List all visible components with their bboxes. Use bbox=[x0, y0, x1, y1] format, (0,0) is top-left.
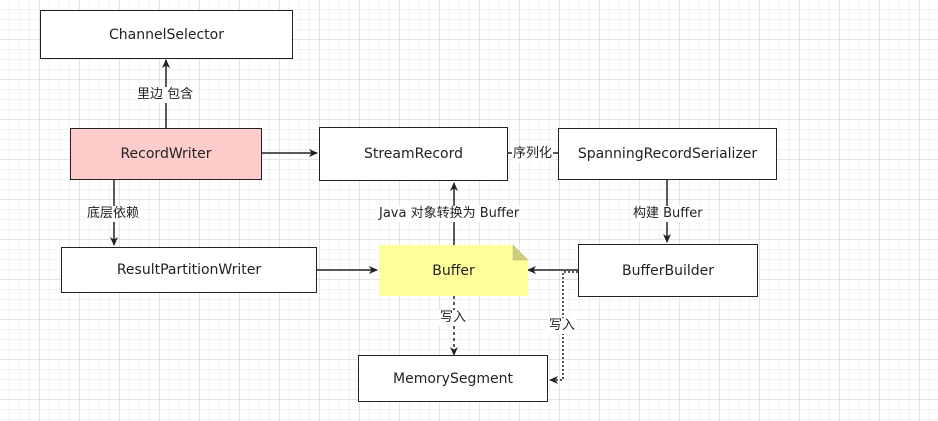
node-spanning-record-serializer[interactable]: SpanningRecordSerializer bbox=[558, 128, 777, 180]
node-buffer[interactable]: Buffer bbox=[379, 245, 528, 296]
node-record-writer[interactable]: RecordWriter bbox=[70, 128, 262, 180]
node-label: MemorySegment bbox=[393, 370, 513, 387]
node-label: SpanningRecordSerializer bbox=[577, 146, 758, 162]
node-buffer-builder[interactable]: BufferBuilder bbox=[578, 244, 758, 297]
node-channel-selector[interactable]: ChannelSelector bbox=[40, 10, 293, 59]
edge-label-write-buffer: 写入 bbox=[439, 310, 468, 326]
node-label: Buffer bbox=[432, 262, 475, 279]
node-label: RecordWriter bbox=[120, 146, 212, 162]
node-label: ResultPartitionWriter bbox=[116, 262, 262, 278]
node-label: StreamRecord bbox=[363, 146, 464, 162]
node-stream-record[interactable]: StreamRecord bbox=[319, 127, 508, 181]
node-result-partition-writer[interactable]: ResultPartitionWriter bbox=[61, 247, 317, 293]
edge-label-build: 构建 Buffer bbox=[632, 206, 704, 222]
node-memory-segment[interactable]: MemorySegment bbox=[358, 355, 548, 402]
edge-label-java-convert: Java 对象转换为 Buffer bbox=[378, 206, 521, 222]
edge-label-contains: 里边 包含 bbox=[136, 87, 195, 103]
edge-label-write-builder: 写入 bbox=[548, 318, 577, 334]
node-label: ChannelSelector bbox=[109, 26, 224, 43]
node-label: BufferBuilder bbox=[621, 262, 714, 279]
edge-label-serialize: 序列化 bbox=[512, 146, 554, 162]
edge-label-depends: 底层依赖 bbox=[86, 206, 141, 222]
note-shape bbox=[379, 245, 528, 296]
